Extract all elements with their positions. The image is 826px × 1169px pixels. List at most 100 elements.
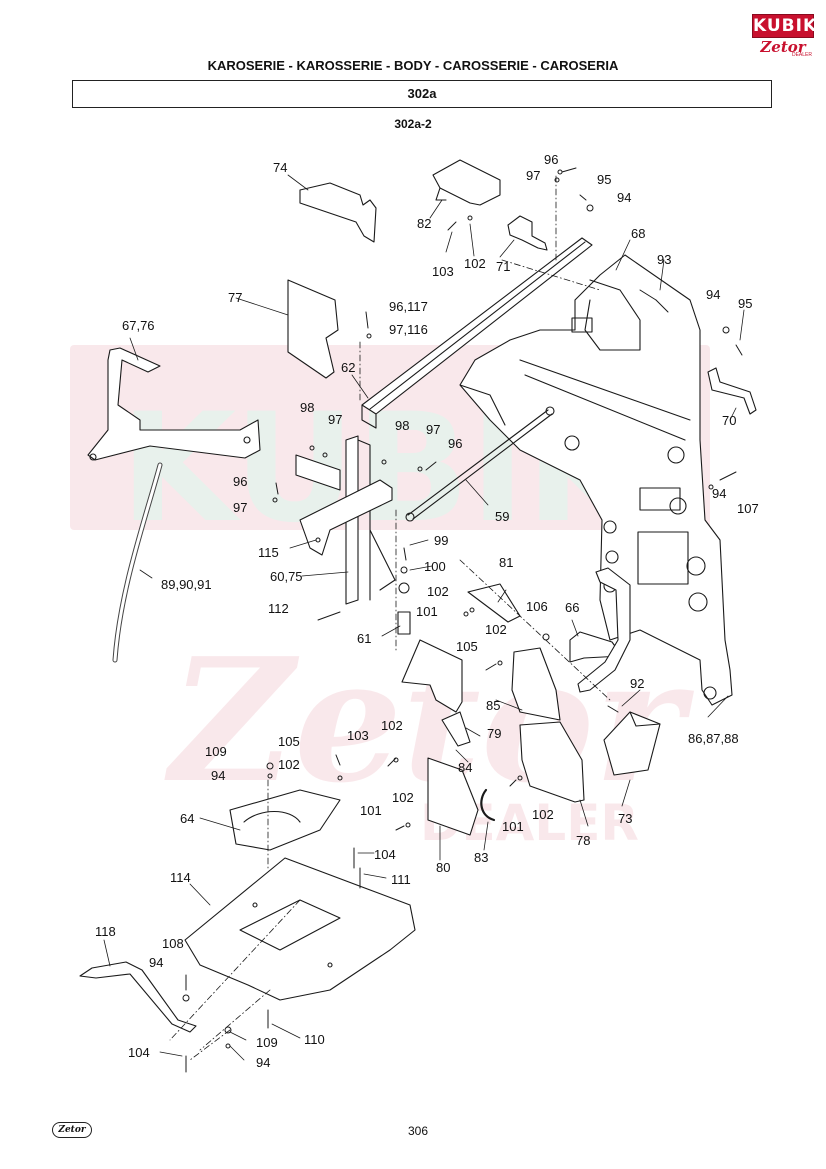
- logo-zetor-text: Zetor: [760, 38, 806, 56]
- callout: 61: [357, 631, 371, 646]
- figure-code: 302a-2: [394, 117, 432, 131]
- callout: 109: [256, 1035, 278, 1050]
- footer-zetor-logo: Zetor: [52, 1122, 92, 1138]
- callout-labels: 74 82 103 102 71 96 97 95 94 68 93 94 95…: [95, 152, 759, 1070]
- part-79-clamp: [441, 711, 471, 747]
- callout: 71: [496, 259, 510, 274]
- logo-dealer-text: DEALER: [791, 52, 812, 58]
- callout: 101: [360, 803, 382, 818]
- callout: 97,116: [389, 322, 428, 337]
- page-title: KAROSERIE - KAROSSERIE - BODY - CAROSSER…: [207, 58, 619, 73]
- callout: 86,87,88: [688, 731, 739, 746]
- callout: 102: [427, 584, 449, 599]
- callout: 112: [268, 601, 289, 616]
- callout: 94: [706, 287, 720, 302]
- callout: 97: [426, 422, 440, 437]
- part-73-box: [603, 711, 661, 776]
- callout: 96,117: [389, 299, 428, 314]
- callout: 102: [464, 256, 486, 271]
- callout: 105: [278, 734, 300, 749]
- part-85-cover: [511, 647, 561, 721]
- callout: 103: [432, 264, 454, 279]
- callout: 94: [712, 486, 726, 501]
- callout: 81: [499, 555, 513, 570]
- callout: 94: [617, 190, 631, 205]
- part-70-bracket: [707, 367, 757, 415]
- part-68-main-frame: [459, 254, 733, 706]
- callout: 114: [170, 870, 191, 885]
- callout: 68: [631, 226, 645, 241]
- part-83-clamp: [480, 788, 496, 822]
- part-74-plate: [299, 182, 377, 243]
- callout: 96: [544, 152, 558, 167]
- callout: 96: [448, 436, 462, 451]
- callout: 106: [526, 599, 548, 614]
- callout: 94: [211, 768, 225, 783]
- callout: 95: [597, 172, 611, 187]
- callout: 66: [565, 600, 579, 615]
- part-80-plate: [427, 757, 479, 836]
- callout: 99: [434, 533, 448, 548]
- callout: 118: [95, 924, 116, 939]
- callout: 62: [341, 360, 355, 375]
- part-84-panel: [401, 639, 463, 713]
- group-code-box: 302a: [72, 80, 772, 108]
- callout: 95: [738, 296, 752, 311]
- callout: 104: [374, 847, 396, 862]
- fasteners: [182, 167, 743, 1073]
- callout: 74: [273, 160, 287, 175]
- part-78-cover: [519, 721, 585, 803]
- callout: 104: [128, 1045, 150, 1060]
- part-81-plate: [467, 583, 521, 623]
- part-67-76-bracket: [87, 347, 261, 461]
- callout: 97: [526, 168, 540, 183]
- callout: 93: [657, 252, 671, 267]
- callout: 111: [391, 872, 411, 887]
- callout: 98: [395, 418, 409, 433]
- callout: 97: [328, 412, 342, 427]
- callout: 108: [162, 936, 184, 951]
- callout: 101: [502, 819, 524, 834]
- page-number: 306: [407, 1124, 429, 1138]
- callout: 103: [347, 728, 369, 743]
- part-64-cover: [229, 789, 341, 851]
- callout: 94: [256, 1055, 270, 1070]
- kubik-zetor-logo: KUBIK Zetor DEALER: [752, 14, 816, 60]
- part-59-rod: [405, 406, 555, 522]
- callout: 60,75: [270, 569, 303, 584]
- callout: 98: [300, 400, 314, 415]
- callout: 85: [486, 698, 500, 713]
- callout: 92: [630, 676, 644, 691]
- part-118-bracket: [79, 961, 197, 1033]
- part-61-spacer: [397, 611, 411, 635]
- part-114-floor-plate: [184, 857, 416, 1001]
- callout: 82: [417, 216, 431, 231]
- callout: 96: [233, 474, 247, 489]
- callout: 110: [304, 1032, 325, 1047]
- callout: 73: [618, 811, 632, 826]
- callout: 89,90,91: [161, 577, 212, 592]
- callout: 105: [456, 639, 478, 654]
- callout: 100: [424, 559, 446, 574]
- callout: 84: [458, 760, 472, 775]
- callout: 59: [495, 509, 509, 524]
- callout: 101: [416, 604, 438, 619]
- callout: 64: [180, 811, 194, 826]
- callout: 107: [737, 501, 759, 516]
- callout: 102: [485, 622, 507, 637]
- callout: 83: [474, 850, 488, 865]
- part-77-panel: [287, 279, 339, 379]
- callout: 77: [228, 290, 242, 305]
- callout: 78: [576, 833, 590, 848]
- callout: 94: [149, 955, 163, 970]
- part-82-bracket: [432, 159, 501, 206]
- callout: 102: [381, 718, 403, 733]
- callout: 102: [278, 757, 300, 772]
- callout: 102: [392, 790, 414, 805]
- part-71-clip: [507, 215, 548, 251]
- callout: 67,76: [122, 318, 155, 333]
- callout: 80: [436, 860, 450, 875]
- callout: 109: [205, 744, 227, 759]
- part-60-75-post: [295, 435, 396, 605]
